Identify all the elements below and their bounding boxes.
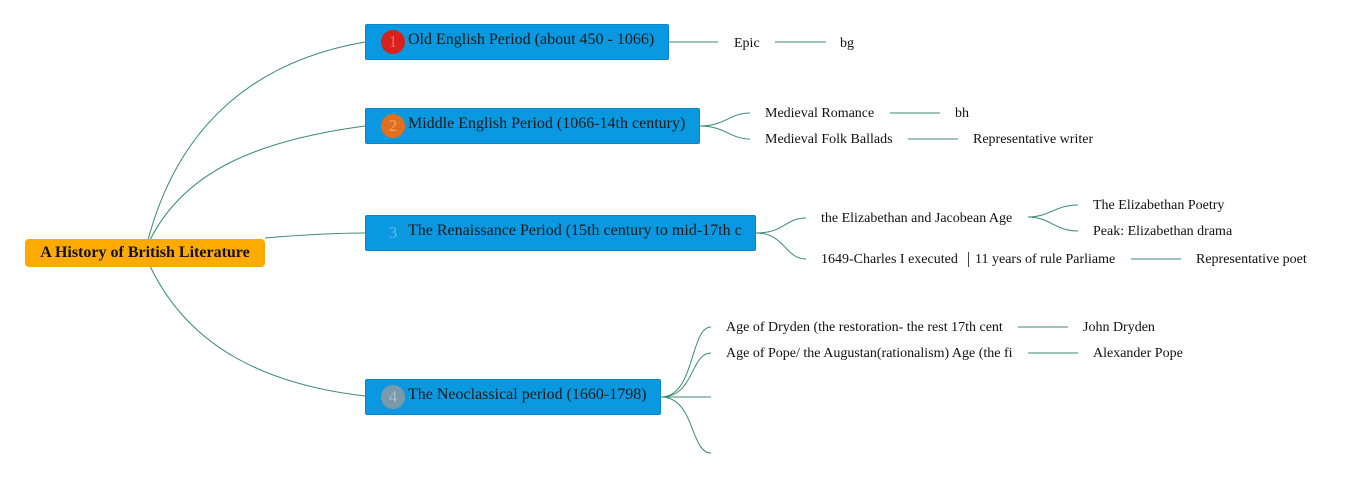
root-label: A History of British Literature <box>40 244 250 261</box>
node-rule-parliament[interactable]: 11 years of rule Parliame <box>975 252 1116 267</box>
link-b4-pope <box>660 352 712 398</box>
node-medieval-romance[interactable]: Medieval Romance <box>765 106 875 121</box>
branch-renaissance[interactable]: 3 The Renaissance Period (15th century t… <box>365 215 756 251</box>
node-epic[interactable]: Epic <box>734 36 760 51</box>
node-age-of-dryden[interactable]: Age of Dryden (the restoration- the rest… <box>726 320 1003 335</box>
link-elizabethan-poetry <box>1027 204 1079 218</box>
link-elizabethan-drama <box>1027 216 1079 232</box>
branch-label: The Neoclassical period (1660-1798) <box>408 386 647 403</box>
link-root-branch-4 <box>149 265 366 397</box>
link-root-branch-3 <box>264 232 366 239</box>
link-b2-romance <box>699 112 751 127</box>
node-elizabethan-jacobean-age[interactable]: the Elizabethan and Jacobean Age <box>821 211 1013 226</box>
node-bh[interactable]: bh <box>955 106 969 121</box>
node-alexander-pope[interactable]: Alexander Pope <box>1093 346 1183 361</box>
link-b3-elizabethan <box>755 217 807 234</box>
node-charles-executed[interactable]: 1649-Charles I executed <box>821 252 958 267</box>
link-b2-ballads <box>699 125 751 140</box>
branch-old-english[interactable]: 1 Old English Period (about 450 - 1066) <box>365 24 669 60</box>
root-node[interactable]: A History of British Literature <box>25 239 265 267</box>
node-representative-writer[interactable]: Representative writer <box>973 132 1094 147</box>
link-b3-charles <box>755 232 807 260</box>
node-elizabethan-poetry[interactable]: The Elizabethan Poetry <box>1093 198 1225 213</box>
link-root-branch-1 <box>147 41 366 241</box>
branch-neoclassical[interactable]: 4 The Neoclassical period (1660-1798) <box>365 379 661 415</box>
link-b4-dryden <box>660 326 712 398</box>
branch-label: Middle English Period (1066-14th century… <box>408 115 686 132</box>
node-representative-poet[interactable]: Representative poet <box>1196 252 1307 267</box>
number-badge-3: 3 <box>381 221 405 245</box>
node-medieval-folk-ballads[interactable]: Medieval Folk Ballads <box>765 132 893 147</box>
link-root-branch-2 <box>149 125 366 241</box>
node-elizabethan-drama[interactable]: Peak: Elizabethan drama <box>1093 224 1233 239</box>
number-badge-4: 4 <box>381 385 405 409</box>
node-age-of-pope[interactable]: Age of Pope/ the Augustan(rationalism) A… <box>726 346 1013 361</box>
number-badge-1: 1 <box>381 30 405 54</box>
branch-label: The Renaissance Period (15th century to … <box>408 222 742 239</box>
branch-label: Old English Period (about 450 - 1066) <box>408 31 655 48</box>
branch-middle-english[interactable]: 2 Middle English Period (1066-14th centu… <box>365 108 700 144</box>
inline-divider <box>968 252 969 267</box>
link-b4-blank-2 <box>660 396 712 454</box>
number-badge-2: 2 <box>381 114 405 138</box>
node-john-dryden[interactable]: John Dryden <box>1083 320 1155 335</box>
node-bg[interactable]: bg <box>840 36 854 51</box>
